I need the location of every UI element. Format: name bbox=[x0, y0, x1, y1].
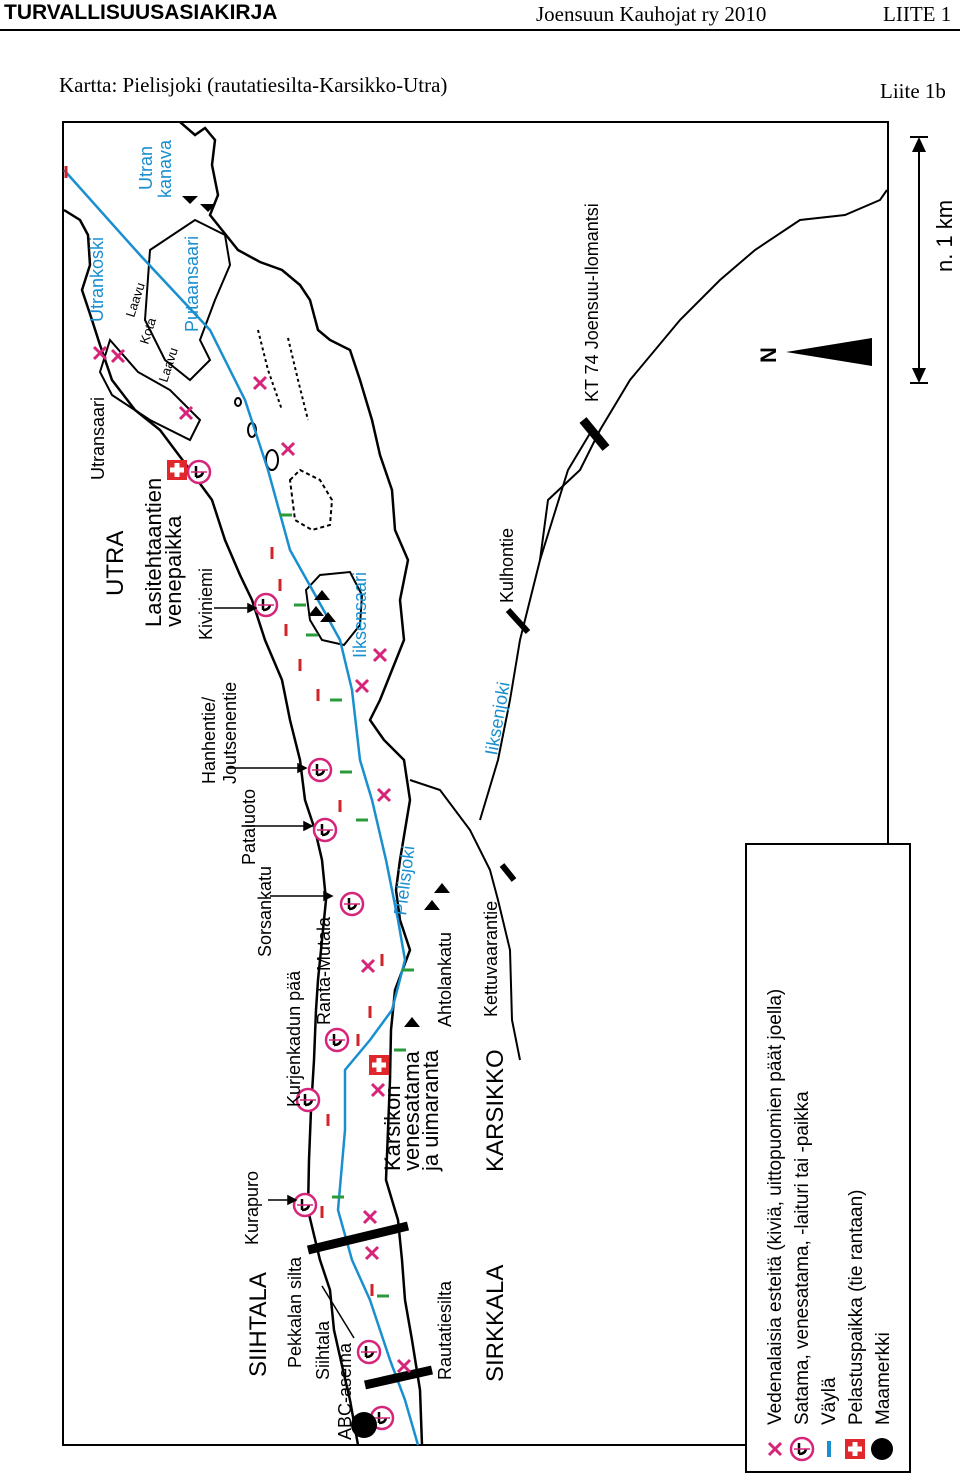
scale-label: n. 1 km bbox=[932, 200, 957, 272]
label-hanhentie-1: Hanhentie/ bbox=[199, 697, 219, 784]
label-laavu-1: Laavu bbox=[123, 281, 148, 319]
small-island-1 bbox=[288, 468, 334, 532]
railway-bridge bbox=[364, 1365, 433, 1390]
label-utran-kanava-2: kanava bbox=[155, 139, 175, 198]
legend-label-fairway: Väylä bbox=[819, 1377, 840, 1425]
kt74-road-line bbox=[539, 429, 593, 561]
label-utrankoski: Utrankoski bbox=[87, 237, 107, 322]
label-ranta-mutala: Ranta-Mutala bbox=[314, 916, 334, 1025]
label-pekkalan-silta: Pekkalan silta bbox=[285, 1256, 305, 1368]
putaansaari-island bbox=[143, 218, 232, 382]
label-iiksenjoki: Iiksenjoki bbox=[481, 680, 514, 756]
legend-label-landmark: Maamerkki bbox=[873, 1332, 894, 1425]
river-shoreline-east bbox=[179, 121, 424, 1446]
kt74-bridge bbox=[579, 417, 610, 451]
rescue-lasitehdas bbox=[167, 460, 187, 480]
label-siihtala-small: Siihtala bbox=[313, 1320, 333, 1380]
label-rautatiesilta: Rautatiesilta bbox=[435, 1280, 455, 1380]
legend-rescue-icon bbox=[845, 1439, 865, 1459]
label-karsikon-2: venesatama bbox=[399, 1050, 424, 1171]
landmark-abc bbox=[351, 1412, 377, 1438]
legend: Vedenalaisia esteitä (kiviä, uittopuomie… bbox=[745, 843, 911, 1473]
document-appendix: LIITE 1 bbox=[883, 2, 952, 26]
map-caption: Kartta: Pielisjoki (rautatiesilta-Karsik… bbox=[59, 73, 448, 97]
label-abc-asema: ABC-asema bbox=[335, 1342, 355, 1440]
legend-label-harbor: Satama, venesatama, -laituri tai -paikka bbox=[792, 1091, 813, 1425]
label-kettuvaarantie: Kettuvaarantie bbox=[481, 901, 501, 1017]
scale-bar: n. 1 km bbox=[910, 136, 957, 384]
north-label: N bbox=[756, 347, 781, 363]
utransaari-island bbox=[98, 337, 202, 442]
label-lasitehtaantien-2: venepaikka bbox=[161, 515, 186, 627]
label-iiksensaari: Iiksensaari bbox=[350, 572, 370, 658]
label-sorsankatu: Sorsankatu bbox=[255, 866, 275, 957]
area-sirkkala: SIRKKALA bbox=[482, 1265, 509, 1382]
area-karsikko: KARSIKKO bbox=[482, 1049, 509, 1172]
legend-harbor-icon bbox=[789, 1436, 815, 1462]
label-ahtolankatu: Ahtolankatu bbox=[435, 932, 455, 1027]
map-frame bbox=[62, 121, 889, 1446]
label-kurapuro: Kurapuro bbox=[242, 1171, 262, 1245]
kulhontie-bridge bbox=[505, 607, 531, 635]
kettuvaarantie-bridge bbox=[499, 863, 517, 882]
islet-3 bbox=[234, 397, 242, 407]
label-laavu-2: Laavu bbox=[156, 346, 181, 384]
legend-frame bbox=[745, 843, 911, 1473]
label-kurjenkadun-paa: Kurjenkadun pää bbox=[284, 970, 304, 1107]
legend-landmark-icon bbox=[871, 1438, 893, 1460]
iiksensaari-island bbox=[304, 570, 364, 647]
area-siihtala: SIIHTALA bbox=[245, 1272, 272, 1377]
area-utra: UTRA bbox=[102, 531, 129, 596]
label-pataluoto: Pataluoto bbox=[239, 789, 259, 865]
label-pielisjoki: Pielisjoki bbox=[390, 845, 418, 917]
label-kt74: KT 74 Joensuu-Ilomantsi bbox=[582, 203, 602, 402]
label-putaansaari: Putaansaari bbox=[182, 236, 202, 332]
label-arrows bbox=[214, 602, 355, 1339]
label-kiviniemi: Kiviniemi bbox=[196, 568, 216, 640]
label-utransaari: Utransaari bbox=[88, 397, 108, 480]
fairway-route bbox=[63, 169, 420, 1446]
document-header: TURVALLISUUSASIAKIRJA Joensuun Kauhojat … bbox=[0, 0, 960, 60]
rescue-karsikko bbox=[369, 1055, 389, 1075]
document-organization: Joensuun Kauhojat ry 2010 bbox=[536, 2, 767, 26]
campsite-triangles bbox=[182, 196, 450, 1027]
document-title: TURVALLISUUSASIAKIRJA bbox=[4, 1, 278, 24]
pekkalan-bridge bbox=[306, 1221, 410, 1255]
header-rule bbox=[0, 29, 960, 31]
north-arrow: N bbox=[756, 338, 872, 366]
label-kulhontie: Kulhontie bbox=[497, 528, 517, 603]
legend-label-hazard: Vedenalaisia esteitä (kiviä, uittopuomie… bbox=[765, 989, 786, 1425]
label-karsikon-3: ja uimaranta bbox=[418, 1049, 443, 1172]
legend-label-rescue: Pelastuspaikka (tie rantaan) bbox=[846, 1189, 867, 1425]
label-karsikon-1: Karsikon bbox=[380, 1085, 405, 1171]
label-hanhentie-2: Joutsenentie bbox=[220, 682, 240, 784]
label-lasitehtaantien-1: Lasitehtaantien bbox=[141, 478, 166, 627]
iiksenjoki-river bbox=[409, 189, 888, 1061]
label-utran-kanava-1: Utran bbox=[136, 146, 156, 190]
canal-walls bbox=[257, 329, 309, 421]
river-shoreline-west bbox=[63, 208, 360, 1446]
map-sub-appendix: Liite 1b bbox=[880, 79, 946, 103]
fairway-markers bbox=[64, 164, 416, 1298]
